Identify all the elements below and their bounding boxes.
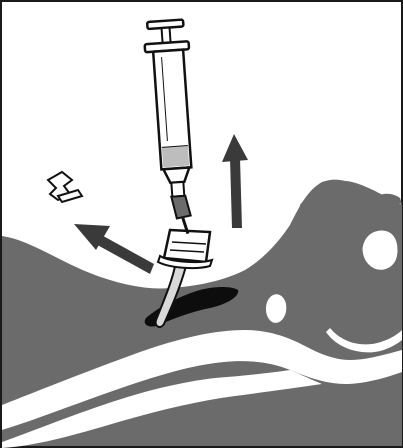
- arrow-up-shaft: [230, 158, 242, 228]
- right-cavity: [362, 230, 398, 270]
- catheter-hub: [164, 230, 210, 262]
- syringe-luer: [171, 182, 184, 197]
- syringe-fluid: [162, 146, 189, 168]
